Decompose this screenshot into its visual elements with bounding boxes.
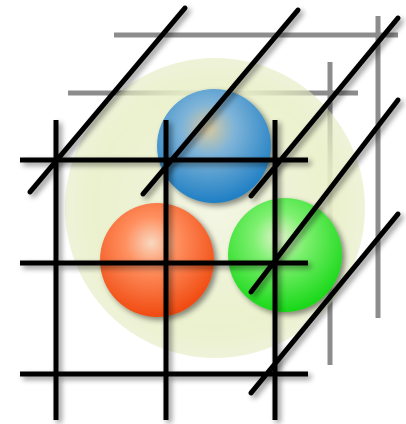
red-sphere — [100, 203, 214, 317]
green-sphere — [228, 198, 342, 312]
